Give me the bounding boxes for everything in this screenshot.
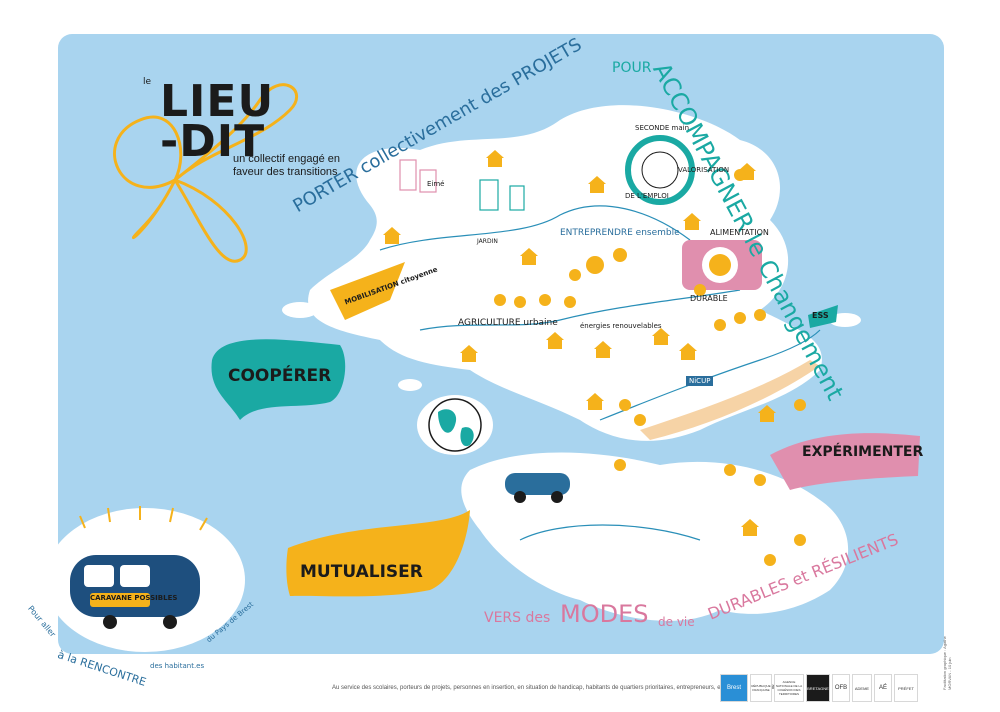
cooperer-label: COOPÉRER [228, 366, 332, 386]
islet [398, 379, 422, 391]
caravan-caption-3: des habitant.es [150, 662, 205, 670]
footer-note: Au service des scolaires, porteurs de pr… [332, 685, 781, 691]
caravan-sign: CARAVANE POSSIBLES [90, 594, 178, 602]
eime-label: Eimé [427, 180, 445, 188]
partner-logo-ofb: OFB [832, 674, 850, 702]
footer-credit: Facilitation graphique : Agathe MORVAN -… [942, 636, 952, 690]
partner-logo-ae: AÉ [874, 674, 892, 702]
bottom-line-2: MODES [560, 600, 649, 628]
alimentation-label: ALIMENTATION [710, 228, 769, 237]
islet [282, 302, 318, 318]
mutualiser-label: MUTUALISER [300, 562, 423, 582]
caravan-rays [79, 506, 208, 531]
experimenter-label: EXPÉRIMENTER [802, 444, 924, 460]
car-graphic [505, 473, 570, 503]
experimenter-banner [770, 433, 920, 490]
partner-logo-brest: Brest [720, 674, 748, 702]
ess-flag [808, 305, 838, 328]
alimentation-plate-graphic [682, 240, 762, 290]
mobilisation-banner [330, 262, 405, 320]
logo-loops [113, 83, 298, 263]
logo-line-2: -DIT [160, 116, 266, 167]
energies-label: énergies renouvelables [580, 322, 662, 330]
valorisation-label: VALORISATION [678, 166, 730, 174]
city-buildings-teal [479, 179, 525, 211]
partner-logo-bretagne: BRETAGNE [806, 674, 830, 702]
entreprendre-sun-graphic [569, 248, 627, 281]
jardin-label: JARDIN [477, 238, 498, 245]
tree-icons [494, 169, 806, 566]
emploi-label: DE L'EMPLOI [625, 192, 669, 200]
valorisation-circle-graphic [625, 135, 695, 205]
islet [829, 313, 861, 327]
headline-part-2: POUR [612, 60, 652, 76]
mutualiser-banner [286, 510, 470, 597]
house-icons [383, 150, 776, 536]
city-buildings [399, 159, 437, 193]
earth-character-graphic [428, 398, 482, 452]
logo-tagline: un collectif engagé en faveur des transi… [233, 153, 341, 178]
partner-logo-prefet: PRÉFET [894, 674, 918, 702]
ess-label: ESS [812, 311, 829, 320]
durable-label: DURABLE [690, 294, 728, 303]
map-paths [379, 205, 821, 541]
agriculture-label: AGRICULTURE urbaine [458, 318, 558, 328]
partner-logo-republique: RÉPUBLIQUE FRANÇAISE [750, 674, 772, 702]
bottom-line-3: de vie [658, 615, 695, 629]
partner-logo-ademe: ADEME [852, 674, 872, 702]
logo-wordmark: LIEU -DIT [160, 76, 275, 167]
ess-beach [640, 360, 820, 440]
entreprendre-label: ENTREPRENDRE ensemble [560, 228, 680, 238]
partner-logo-anct: AGENCE NATIONALE DE LA COHÉSION DES TERR… [774, 674, 804, 702]
seconde-main-label: SECONDE main [635, 124, 690, 132]
cooperer-banner [211, 339, 346, 420]
logo-line-1: LIEU [160, 76, 275, 127]
bottom-line-1: VERS des [484, 610, 551, 626]
caravan-graphic [70, 555, 200, 629]
logo-small-word: le [143, 77, 152, 87]
nicup-label: NiCUP [686, 376, 714, 386]
